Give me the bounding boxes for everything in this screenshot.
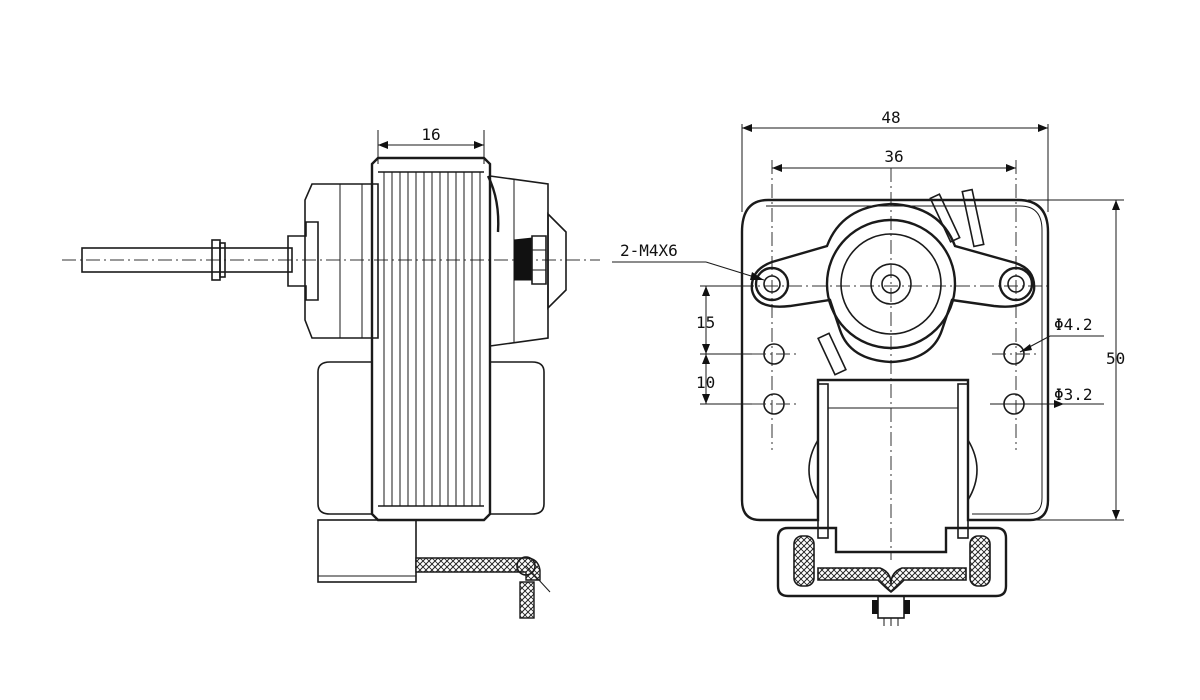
callout-hole-large-label: Φ4.2: [1054, 315, 1093, 334]
dimension-hole-spacing-36: 36: [772, 147, 1016, 172]
side-view: 16: [62, 125, 600, 619]
coil-legs: [808, 383, 978, 539]
dimension-width-16: 16: [377, 125, 485, 164]
terminal-block: [317, 519, 417, 583]
lamination-stack: [370, 156, 492, 522]
coil-retainer: [776, 526, 1008, 626]
contact-pins: [817, 188, 985, 376]
thread-hole-left: [754, 266, 790, 302]
dimension-label-48: 48: [881, 108, 900, 127]
dimension-spacing-15-10: 15 10: [696, 285, 752, 405]
front-view: 48 36 50 15 10: [612, 108, 1125, 626]
rear-bearing-cap: [547, 212, 567, 310]
dimension-label-15: 15: [696, 313, 715, 332]
dimension-overall-width-48: 48: [741, 108, 1049, 212]
callout-thread-label: 2-M4X6: [620, 241, 678, 260]
callout-thread: 2-M4X6: [612, 241, 765, 281]
lead-wire: [415, 556, 551, 619]
shaft: [81, 239, 293, 281]
callout-hole-large: Φ4.2: [1019, 315, 1104, 353]
central-boss: [825, 218, 957, 350]
callout-hole-small-label: Φ3.2: [1054, 385, 1093, 404]
frame-outline: [740, 198, 1050, 522]
thread-hole-right: [998, 266, 1034, 302]
dimension-label-50: 50: [1106, 349, 1125, 368]
dimension-height-50: 50: [1028, 199, 1125, 521]
front-bracket: [304, 183, 379, 339]
coil-housing: [317, 361, 545, 521]
mounting-bracket: [750, 202, 1036, 364]
dimension-label-36: 36: [884, 147, 903, 166]
dimension-label-16: 16: [421, 125, 440, 144]
rear-bracket: [489, 175, 549, 347]
front-bearing-boss: [287, 221, 319, 301]
callout-hole-small: Φ3.2: [990, 385, 1104, 408]
dimension-label-10: 10: [696, 373, 715, 392]
rotor-end: [513, 237, 533, 281]
